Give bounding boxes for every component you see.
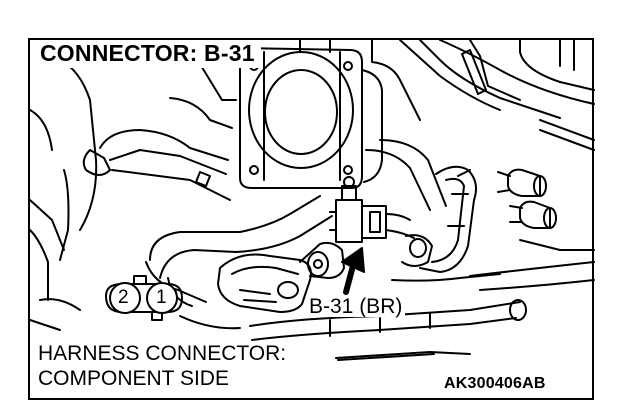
left-body (29, 59, 237, 301)
vacuum-hose (365, 139, 477, 273)
figure-code: AK300406AB (444, 375, 546, 392)
harness-connector-label: HARNESS CONNECTOR: (36, 343, 291, 364)
callout-label: B-31 (BR) (306, 296, 406, 317)
pin-2-label: 2 (118, 287, 129, 308)
component-side-label: COMPONENT SIDE (36, 368, 233, 389)
harness-connector-icon (105, 275, 183, 321)
upper-right-housing (371, 39, 595, 151)
iac-valve (217, 241, 345, 313)
pin-1-label: 1 (156, 287, 167, 308)
fittings-right (497, 168, 557, 229)
pointer-arrow (341, 247, 365, 295)
sensor-b31 (329, 176, 415, 243)
leader-line (337, 353, 435, 361)
bottom-left-lines (29, 298, 471, 359)
connector-title: CONNECTOR: B-31 (36, 42, 261, 68)
throttle-body (239, 39, 383, 189)
